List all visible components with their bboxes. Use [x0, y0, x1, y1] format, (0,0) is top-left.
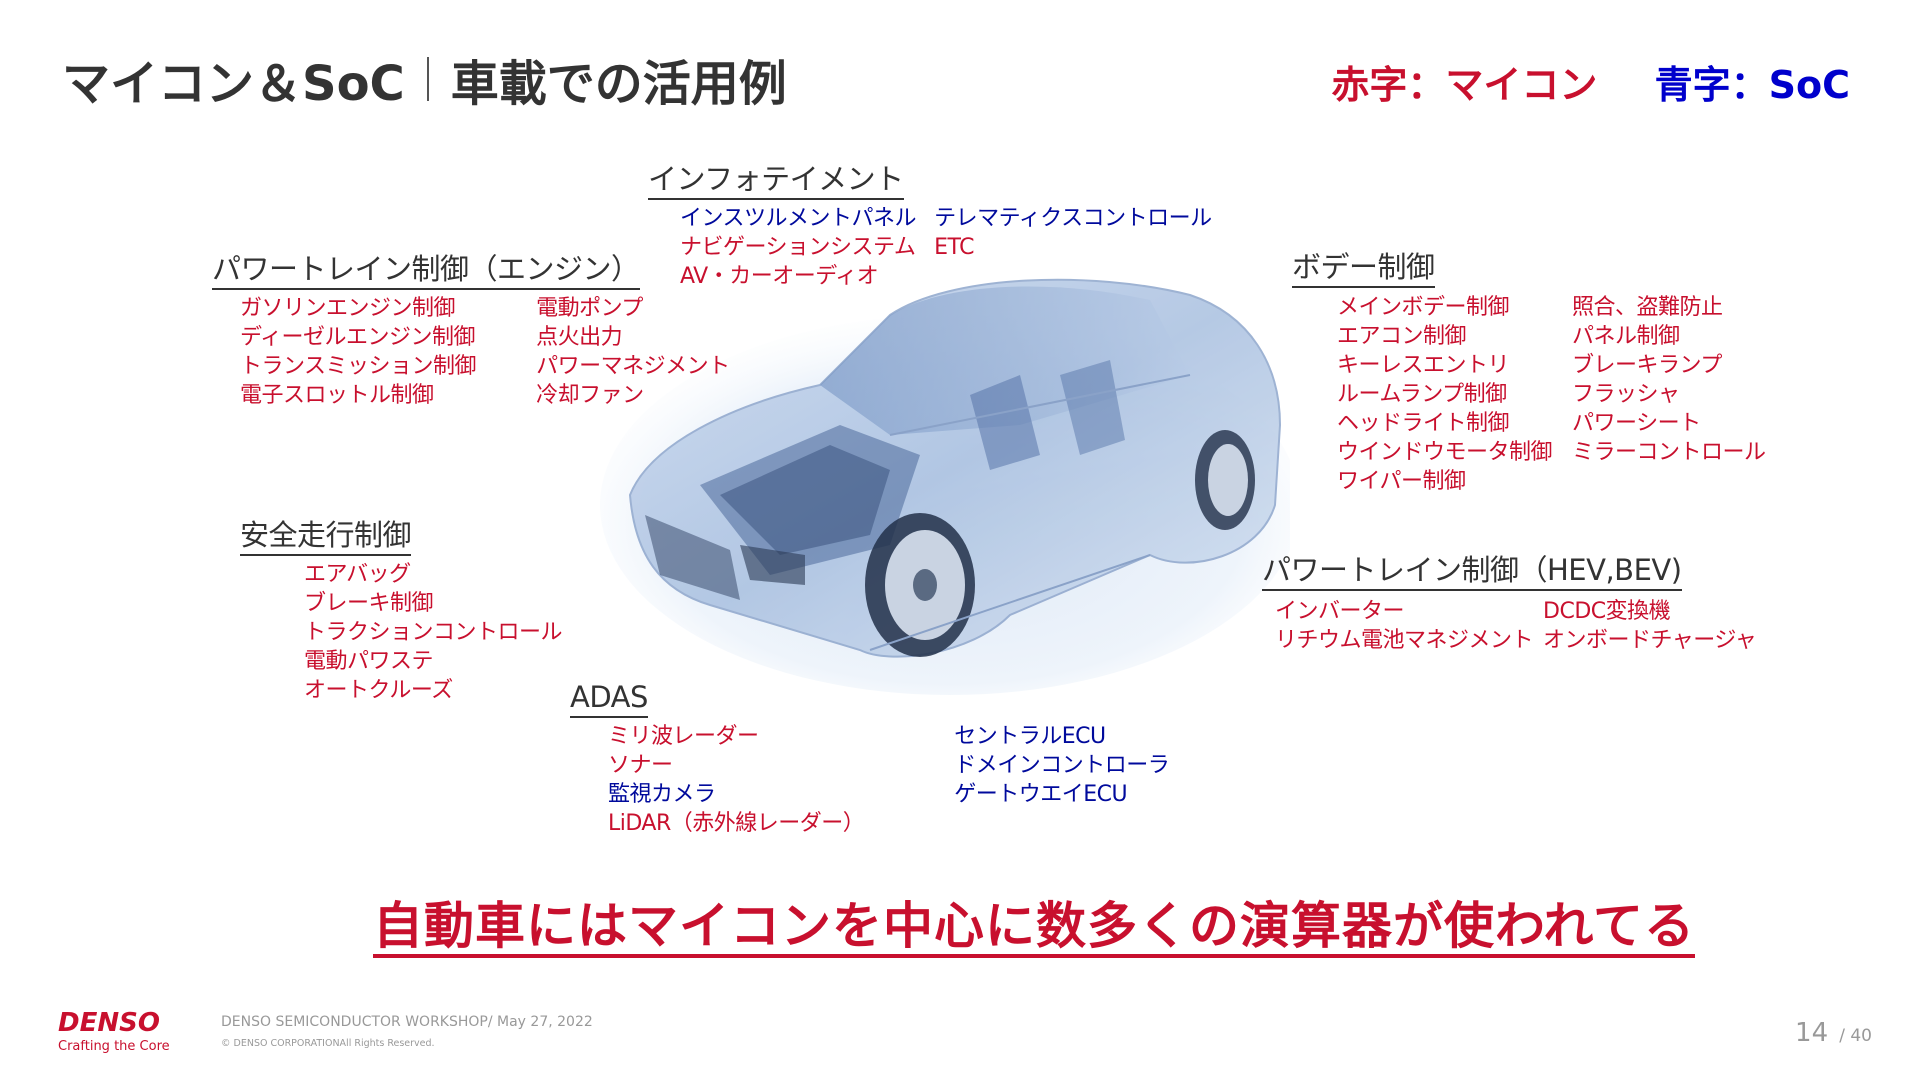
list-item: エアバッグ	[304, 562, 411, 587]
list-item: インスツルメントパネル	[680, 206, 917, 231]
slide-title: マイコン＆SoC 車載での活用例	[62, 44, 787, 114]
item-list: エアバッグ ブレーキ制御 トラクションコントロール 電動パワステ オートクルーズ	[304, 560, 563, 705]
slide-title-right: 車載での活用例	[450, 56, 787, 112]
footer-meta: DENSO SEMICONDUCTOR WORKSHOP/ May 27, 20…	[221, 1014, 593, 1049]
list-item: ブレーキランプ	[1572, 353, 1722, 378]
list-item: インバーター	[1275, 599, 1405, 624]
group-heading: ADAS	[570, 680, 648, 718]
item-list: ミリ波レーダー ソナー 監視カメラ LiDAR（赤外線レーダー） セントラルEC…	[608, 722, 1170, 838]
list-item: パワーマネジメント	[536, 354, 730, 379]
page-current: 14	[1795, 1018, 1829, 1048]
list-item: ブレーキ制御	[304, 591, 434, 616]
car-xray-image	[600, 278, 1290, 695]
list-item: ガソリンエンジン制御	[240, 296, 456, 321]
item-list: メインボデー制御 エアコン制御 キーレスエントリ ルームランプ制御 ヘッドライト…	[1337, 293, 1766, 496]
title-separator	[426, 57, 429, 101]
list-item: AV・カーオーディオ	[680, 264, 879, 289]
group-adas: ADAS ミリ波レーダー ソナー 監視カメラ LiDAR（赤外線レーダー） セン…	[570, 680, 1170, 838]
event-info: DENSO SEMICONDUCTOR WORKSHOP/ May 27, 20…	[221, 1014, 593, 1030]
list-item: エアコン制御	[1337, 324, 1467, 349]
list-item: ミリ波レーダー	[608, 724, 759, 749]
list-item: 点火出力	[536, 325, 623, 350]
group-heading: インフォテイメント	[648, 162, 904, 200]
list-item: 電動パワステ	[304, 649, 434, 674]
list-item: ワイパー制御	[1337, 469, 1466, 494]
group-heading: ボデー制御	[1292, 250, 1435, 288]
list-item: DCDC変換機	[1543, 599, 1671, 624]
list-item: ゲートウエイECU	[954, 782, 1128, 807]
list-item: ソナー	[608, 753, 673, 778]
copyright: © DENSO CORPORATIONAll Rights Reserved.	[221, 1038, 435, 1049]
list-item: キーレスエントリ	[1337, 353, 1510, 378]
list-item: パワーシート	[1572, 411, 1701, 436]
page-total: / 40	[1839, 1026, 1872, 1046]
list-item: パネル制御	[1572, 324, 1680, 349]
group-infotainment: インフォテイメント インスツルメントパネル ナビゲーションシステム AV・カーオ…	[648, 162, 1212, 291]
list-item: ナビゲーションシステム	[680, 235, 916, 260]
list-item: ウインドウモータ制御	[1337, 440, 1553, 465]
list-item: メインボデー制御	[1337, 295, 1510, 320]
legend-blue-soc: 青字：SoC	[1654, 63, 1850, 107]
legend-red-mcu: 赤字：マイコン	[1331, 63, 1598, 107]
group-heading: 安全走行制御	[240, 518, 412, 556]
list-item: オートクルーズ	[304, 678, 453, 703]
list-item: 電動ポンプ	[536, 296, 643, 321]
brand-name: DENSO	[58, 1008, 160, 1038]
color-legend: 赤字：マイコン 青字：SoC	[1331, 54, 1850, 109]
list-item: オンボードチャージャ	[1543, 628, 1757, 653]
list-item: 監視カメラ	[608, 782, 716, 807]
group-powertrain-engine: パワートレイン制御（エンジン） ガソリンエンジン制御 ディーゼルエンジン制御 ト…	[212, 252, 730, 410]
group-heading: パワートレイン制御（エンジン）	[212, 252, 640, 290]
key-message: 自動車にはマイコンを中心に数多くの演算器が使われてる	[373, 898, 1695, 958]
denso-logo: DENSO Crafting the Core	[58, 1010, 170, 1054]
list-item: 冷却ファン	[536, 383, 644, 408]
list-item: テレマティクスコントロール	[934, 206, 1212, 231]
list-item: LiDAR（赤外線レーダー）	[608, 811, 865, 836]
item-list: インバーター リチウム電池マネジメント DCDC変換機 オンボードチャージャ	[1275, 597, 1757, 655]
slide-title-left: マイコン＆SoC	[62, 56, 405, 112]
group-body-control: ボデー制御 メインボデー制御 エアコン制御 キーレスエントリ ルームランプ制御 …	[1292, 250, 1766, 496]
list-item: 照合、盗難防止	[1572, 295, 1723, 320]
list-item: ヘッドライト制御	[1337, 411, 1510, 436]
list-item: トランスミッション制御	[240, 354, 477, 379]
list-item: 電子スロットル制御	[240, 383, 434, 408]
list-item: トラクションコントロール	[304, 620, 563, 645]
item-list: ガソリンエンジン制御 ディーゼルエンジン制御 トランスミッション制御 電子スロッ…	[240, 294, 730, 410]
list-item: ドメインコントローラ	[954, 753, 1170, 778]
list-item: ETC	[934, 235, 974, 260]
list-item: ミラーコントロール	[1572, 440, 1766, 465]
group-powertrain-ev: パワートレイン制御（HEV,BEV) インバーター リチウム電池マネジメント D…	[1262, 553, 1757, 655]
group-safety-driving: 安全走行制御 エアバッグ ブレーキ制御 トラクションコントロール 電動パワステ …	[240, 518, 563, 705]
brand-tagline: Crafting the Core	[58, 1039, 170, 1054]
page-number: 14 / 40	[1795, 1018, 1872, 1048]
list-item: セントラルECU	[954, 724, 1106, 749]
list-item: リチウム電池マネジメント	[1275, 628, 1534, 653]
list-item: ディーゼルエンジン制御	[240, 325, 475, 350]
group-heading: パワートレイン制御（HEV,BEV)	[1262, 553, 1682, 591]
list-item: ルームランプ制御	[1337, 382, 1507, 407]
list-item: フラッシャ	[1572, 382, 1680, 407]
item-list: インスツルメントパネル ナビゲーションシステム AV・カーオーディオ テレマティ…	[680, 204, 1212, 291]
